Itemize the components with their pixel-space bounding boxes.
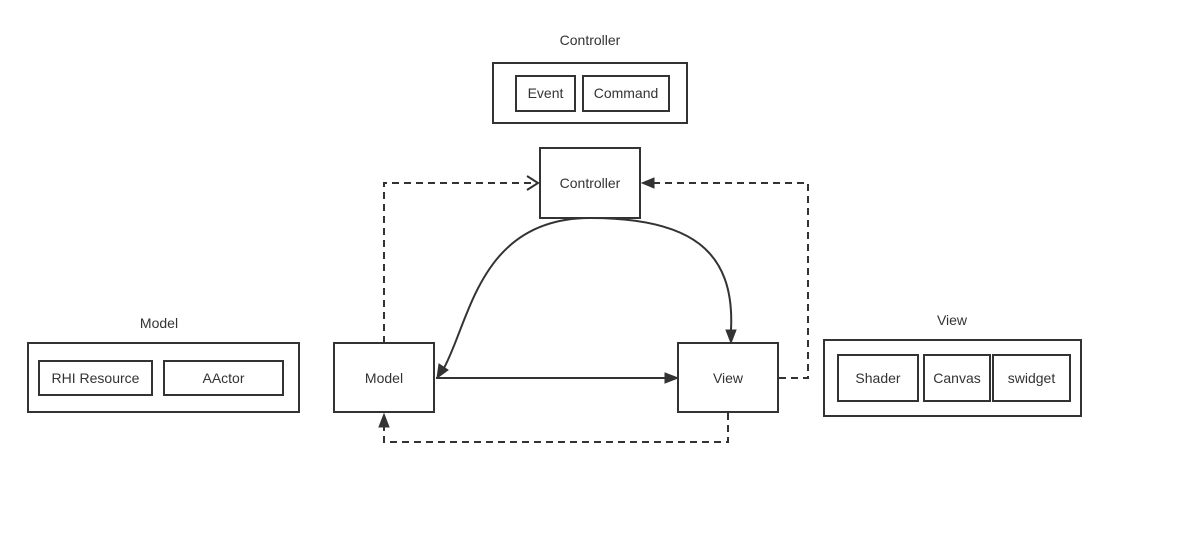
model-group-title: Model <box>140 315 178 331</box>
arrowhead-view-left <box>664 372 680 384</box>
edge-view-to-controller <box>652 182 809 379</box>
controller-group-title: Controller <box>560 32 621 48</box>
arrowhead-view-top <box>725 329 737 345</box>
arrowhead-model-bottom <box>378 412 390 428</box>
node-view-label: View <box>713 370 744 386</box>
node-model-label: Model <box>365 370 403 386</box>
model-item-aactor <box>163 360 284 396</box>
edge-view-to-model <box>383 413 729 443</box>
edge-model-to-controller <box>383 182 536 343</box>
node-controller-box <box>539 147 641 219</box>
controller-item-command-label: Command <box>594 85 659 101</box>
model-item-rhi-resource-label: RHI Resource <box>52 370 140 386</box>
controller-item-command <box>582 75 670 112</box>
view-item-swidget-label: swidget <box>1008 370 1056 386</box>
model-item-aactor-label: AActor <box>202 370 244 386</box>
arrowhead-model-right <box>436 363 449 380</box>
node-view: View <box>677 342 779 413</box>
model-group: Model RHI Resource AActor <box>27 315 300 413</box>
view-item-shader-label: Shader <box>855 370 900 386</box>
controller-item-event <box>515 75 576 112</box>
edge-controller-to-view <box>589 217 733 331</box>
view-item-canvas <box>923 354 991 402</box>
node-model-box <box>333 342 435 413</box>
node-controller: Controller <box>539 147 641 219</box>
controller-item-event-label: Event <box>528 85 564 101</box>
view-item-shader <box>837 354 919 402</box>
node-controller-label: Controller <box>560 175 621 191</box>
node-model: Model <box>333 342 435 413</box>
arrowhead-open-controller-left <box>526 175 540 191</box>
view-item-canvas-label: Canvas <box>933 370 980 386</box>
view-item-swidget <box>992 354 1071 402</box>
node-view-box <box>677 342 779 413</box>
arrowhead-controller-right <box>640 177 655 189</box>
model-item-rhi-resource <box>38 360 153 396</box>
edge-controller-to-model <box>443 217 591 369</box>
view-group-title: View <box>937 312 968 328</box>
controller-group: Controller Event Command <box>492 32 688 124</box>
view-group: View Shader Canvas swidget <box>823 312 1082 417</box>
